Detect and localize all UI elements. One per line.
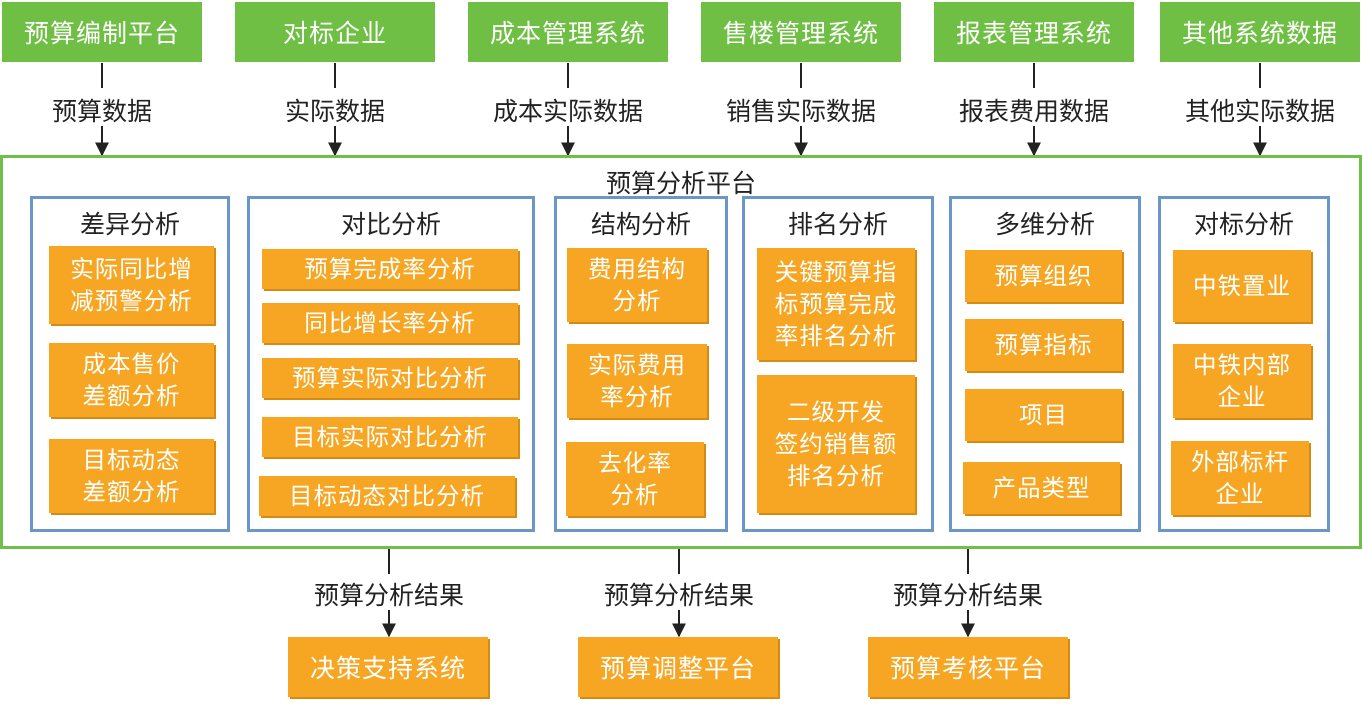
panel-multidimensional-analysis xyxy=(949,196,1141,532)
output-decision-support-system: 决策支持系统 xyxy=(288,637,488,697)
source-budget-compilation-platform: 预算编制平台 xyxy=(2,2,202,62)
item-yoy-growth-rate-analysis: 同比增长率分析 xyxy=(262,303,518,343)
flow-label-budget-data: 预算数据 xyxy=(51,97,152,126)
panel-variance-analysis xyxy=(30,196,230,532)
item-budget-actual-comparison-analysis: 预算实际对比分析 xyxy=(262,358,518,398)
output-budget-assessment-platform: 预算考核平台 xyxy=(868,637,1068,697)
flow-label-sales-actual-data: 销售实际数据 xyxy=(725,97,876,126)
item-yoy-change-warning-analysis: 实际同比增 减预警分析 xyxy=(49,246,214,324)
output-budget-adjustment-platform: 预算调整平台 xyxy=(578,637,778,697)
panel-title-multidimensional-analysis: 多维分析 xyxy=(994,210,1095,239)
flow-label-report-expense-data: 报表费用数据 xyxy=(958,97,1109,126)
budget-analysis-platform xyxy=(0,155,1362,549)
panel-comparison-analysis xyxy=(247,196,535,532)
panel-title-ranking-analysis: 排名分析 xyxy=(787,210,888,239)
item-budget-completion-rate-analysis: 预算完成率分析 xyxy=(262,249,518,289)
item-key-budget-completion-rank-analysis: 关键预算指 标预算完成 率排名分析 xyxy=(757,248,915,360)
platform-title: 预算分析平台 xyxy=(605,169,756,198)
item-product-type: 产品类型 xyxy=(963,462,1120,514)
output-connectors xyxy=(382,549,975,638)
flow-label-actual-data: 实际数据 xyxy=(284,97,385,126)
source-report-management-system: 报表管理系统 xyxy=(934,2,1134,62)
item-external-benchmark-enterprises: 外部标杆 企业 xyxy=(1171,441,1309,515)
item-sell-through-rate-analysis: 去化率 分析 xyxy=(566,442,704,516)
panel-structure-analysis xyxy=(554,196,728,532)
panel-title-variance-analysis: 差异分析 xyxy=(79,210,180,239)
source-sales-management-system: 售楼管理系统 xyxy=(701,2,901,62)
source-benchmark-enterprises: 对标企业 xyxy=(235,2,435,62)
panel-title-benchmark-analysis: 对标分析 xyxy=(1193,210,1294,239)
item-project: 项目 xyxy=(965,389,1122,441)
item-cost-price-difference-analysis: 成本售价 差额分析 xyxy=(49,343,214,417)
item-budget-indicator: 预算指标 xyxy=(965,319,1122,371)
item-expense-structure-analysis: 费用结构 分析 xyxy=(567,248,707,322)
panel-benchmark-analysis xyxy=(1158,196,1330,532)
panel-title-comparison-analysis: 对比分析 xyxy=(340,210,441,239)
flow-label-other-actual-data: 其他实际数据 xyxy=(1184,97,1335,126)
output-label-budget-analysis-result: 预算分析结果 xyxy=(892,581,1043,610)
source-cost-management-system: 成本管理系统 xyxy=(468,2,668,62)
item-budget-organization: 预算组织 xyxy=(965,250,1122,302)
item-target-actual-comparison-analysis: 目标实际对比分析 xyxy=(262,417,518,457)
output-label-budget-analysis-result: 预算分析结果 xyxy=(603,581,754,610)
flow-label-cost-actual-data: 成本实际数据 xyxy=(492,97,643,126)
panel-title-structure-analysis: 结构分析 xyxy=(590,210,691,239)
item-actual-expense-rate-analysis: 实际费用 率分析 xyxy=(567,344,707,418)
panel-ranking-analysis xyxy=(742,196,934,532)
output-label-budget-analysis-result: 预算分析结果 xyxy=(313,581,464,610)
source-other-systems-data: 其他系统数据 xyxy=(1160,2,1360,62)
item-secondary-development-sales-rank-analysis: 二级开发 签约销售额 排名分析 xyxy=(757,375,915,513)
source-connectors xyxy=(95,63,1267,157)
item-target-dynamic-difference-analysis: 目标动态 差额分析 xyxy=(49,439,214,513)
item-china-railway-internal-enterprises: 中铁内部 企业 xyxy=(1173,344,1311,418)
item-china-railway-real-estate: 中铁置业 xyxy=(1173,250,1311,322)
item-target-dynamic-comparison-analysis: 目标动态对比分析 xyxy=(259,476,515,516)
